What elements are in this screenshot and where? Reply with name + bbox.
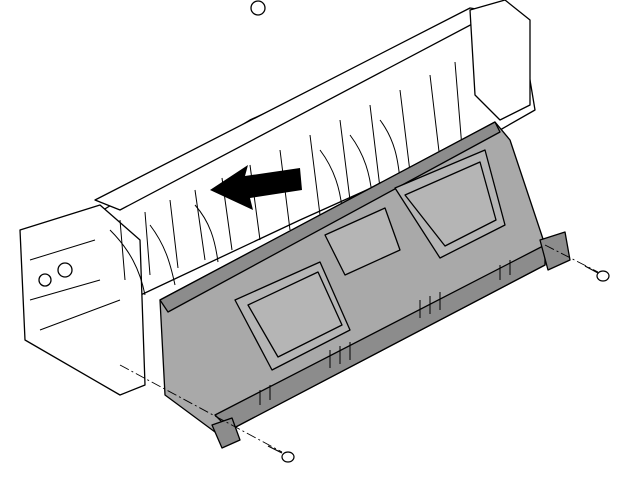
frame-hole — [57, 262, 73, 278]
panel-slots — [259, 260, 511, 405]
rear-cover-panel — [159, 121, 571, 449]
frame-unit — [19, 0, 536, 396]
leader-lines — [119, 244, 599, 453]
screw-icon — [584, 265, 610, 282]
frame-ribs — [29, 61, 463, 331]
panel-bracket-right — [539, 231, 571, 271]
frame-hole — [38, 273, 52, 287]
frame-right-end — [469, 0, 531, 121]
panel-board-right — [394, 149, 506, 259]
panel-top-flange — [159, 121, 501, 313]
frame-gear — [250, 0, 266, 16]
removal-arrow-icon — [210, 165, 302, 210]
panel-board-center — [324, 207, 401, 276]
panel-board-left — [234, 261, 351, 371]
screw-icon — [267, 445, 295, 463]
frame-left-end — [19, 204, 146, 396]
